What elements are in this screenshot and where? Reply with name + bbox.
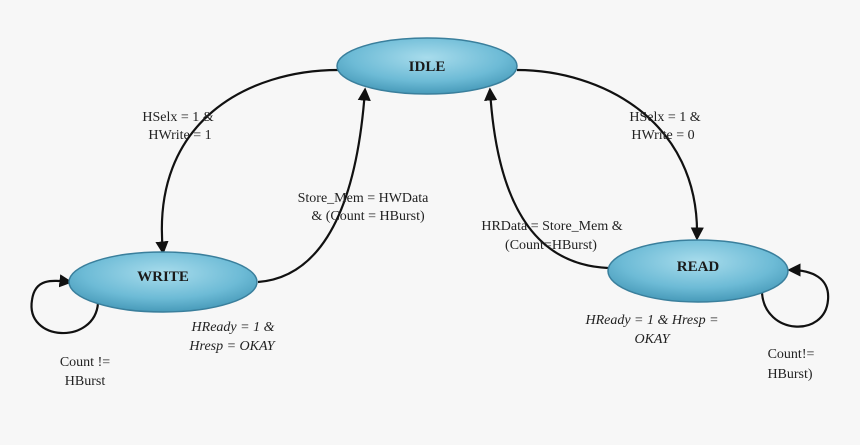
label-write-loop: Count != HBurst — [60, 355, 110, 389]
edge-write-to-idle — [257, 87, 371, 284]
label-write-loop-line2: HBurst — [65, 374, 106, 389]
edge-write-self-loop — [30, 274, 100, 335]
state-read-label: READ — [677, 259, 720, 275]
label-idle-to-read-line1: HSelx = 1 & — [629, 110, 700, 125]
label-read-loop-line1: Count!= — [768, 347, 815, 362]
edge-idle-to-read — [516, 68, 704, 241]
label-write-to-idle-line1: Store_Mem = HWData — [298, 191, 430, 206]
label-read-ready: HReady = 1 & Hresp = OKAY — [584, 313, 718, 347]
label-idle-to-write-line2: HWrite = 1 — [148, 128, 211, 143]
label-idle-to-write: HSelx = 1 & HWrite = 1 — [142, 110, 213, 143]
edge-read-self-loop — [760, 263, 830, 328]
label-read-ready-line1: HReady = 1 & Hresp = — [584, 313, 718, 328]
label-write-to-idle-line2: & (Count = HBurst) — [311, 209, 425, 224]
state-idle: IDLE — [336, 37, 518, 95]
state-read: READ — [607, 239, 789, 303]
edge-idle-to-write — [155, 68, 339, 255]
label-idle-to-read-line2: HWrite = 0 — [631, 128, 694, 143]
label-read-ready-line2: OKAY — [634, 332, 671, 347]
label-read-to-idle: HRData = Store_Mem & (Count=HBurst) — [481, 219, 622, 253]
label-read-loop: Count!= HBurst) — [767, 347, 814, 382]
label-write-ready: HReady = 1 & Hresp = OKAY — [188, 320, 276, 354]
label-read-to-idle-line2: (Count=HBurst) — [505, 238, 597, 253]
label-write-loop-line1: Count != — [60, 355, 110, 370]
label-read-to-idle-line1: HRData = Store_Mem & — [481, 219, 622, 234]
label-write-ready-line2: Hresp = OKAY — [188, 339, 276, 354]
label-write-ready-line1: HReady = 1 & — [191, 320, 275, 335]
label-idle-to-read: HSelx = 1 & HWrite = 0 — [629, 110, 700, 143]
label-idle-to-write-line1: HSelx = 1 & — [142, 110, 213, 125]
label-read-loop-line2: HBurst) — [767, 367, 812, 382]
label-write-to-idle: Store_Mem = HWData & (Count = HBurst) — [298, 191, 430, 224]
state-write-label: WRITE — [137, 269, 189, 285]
state-write: WRITE — [68, 251, 258, 313]
state-idle-label: IDLE — [409, 59, 446, 75]
edge-read-to-idle — [484, 87, 609, 270]
